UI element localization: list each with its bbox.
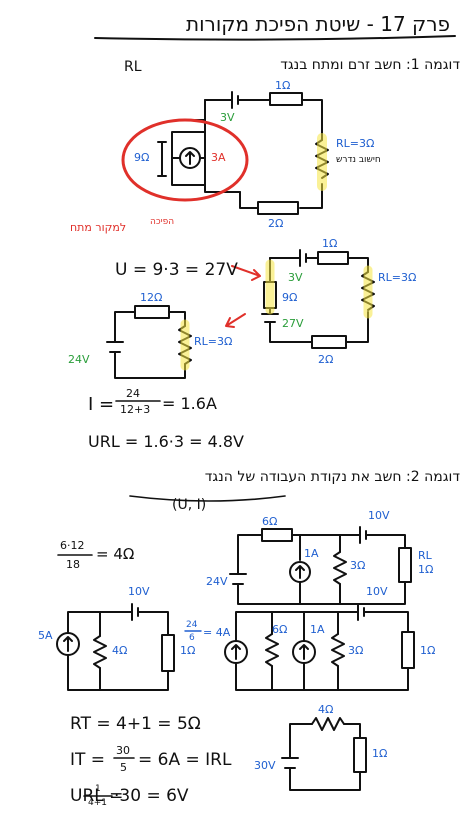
- ex2-c3-frac-den: 6: [189, 633, 195, 643]
- ex2-it-res: = 6A = IRL: [138, 750, 232, 770]
- example1-heading: דוגמה 1: חשב זרם ומתח בנגד: [280, 57, 460, 73]
- ex2-circuit-original: [229, 526, 412, 605]
- ex1-circuit-simplified: [106, 305, 192, 379]
- ex1-u-rl-calc: URL = 1.6·3 = 4.8V: [88, 432, 244, 451]
- ex1-i-lhs: I =: [88, 394, 115, 415]
- ex2-c2-v10-label: 10V: [128, 585, 150, 598]
- ex2-circuit-final: [281, 717, 367, 791]
- ex1-c3-rl-label: RL=3Ω: [194, 335, 233, 348]
- ex2-c3-frac-res: = 4A: [203, 626, 231, 639]
- ex1-i-num: 24: [126, 387, 140, 400]
- ex2-c3-r3-label: 3Ω: [348, 644, 364, 657]
- ex1-rl-label: RL=3Ω: [336, 137, 375, 150]
- ex1-c2-v1-label: 3V: [288, 271, 303, 284]
- ex1-circuit-original: [157, 91, 329, 215]
- ex2-circuit-current-source: [56, 603, 175, 691]
- ex2-c3-v10-label: 10V: [366, 585, 388, 598]
- ex1-c2-r-top-label: 1Ω: [322, 237, 338, 250]
- ex1-c2-r9-label: 9Ω: [282, 291, 298, 304]
- ex2-it-den: 5: [120, 761, 127, 774]
- ex2-it-num: 30: [116, 744, 130, 757]
- example2-heading: דוגמה 2: חשב את נקודת העבודה של הנגד: [204, 469, 460, 485]
- ex2-c3-r1-label: 1Ω: [420, 644, 436, 657]
- ex1-r-top-label: 1Ω: [275, 79, 291, 92]
- convert-note-1: הפיכה: [150, 217, 175, 227]
- red-highlight-circle: [121, 118, 249, 202]
- ex2-c1-i1-label: 1A: [304, 547, 319, 560]
- ex1-i-res: = 1.6A: [162, 394, 217, 413]
- ex2-operating-point: (U, I): [172, 497, 207, 513]
- ex1-c3-v-label: 24V: [68, 353, 90, 366]
- ex2-c3-i1-label: 1A: [310, 623, 325, 636]
- ex1-r-bottom-label: 2Ω: [268, 217, 284, 230]
- ex1-rl-note: חישוב נדרש: [336, 155, 381, 165]
- ex1-i-den: 12+3: [120, 403, 151, 416]
- ex1-i-source-label: 3A: [211, 151, 226, 164]
- ex2-c4-r4-label: 4Ω: [318, 703, 334, 716]
- ex2-c2-r4-label: 4Ω: [112, 644, 128, 657]
- ex2-c3-frac-num: 24: [186, 620, 198, 630]
- ex2-c2-r1-label: 1Ω: [180, 644, 196, 657]
- ex1-v-source-label: 3V: [220, 111, 235, 124]
- ex2-c1-rl-label: RL: [418, 549, 432, 562]
- ex2-url-res: ·30 = 6V: [114, 786, 189, 806]
- ex1-c2-rl-label: RL=3Ω: [378, 271, 417, 284]
- page-title: פרק 17 - שיטת הפיכת מקורות: [185, 12, 450, 36]
- ex2-c1-v24-label: 24V: [206, 575, 228, 588]
- ex2-eq-res: = 4Ω: [96, 545, 135, 563]
- ex2-c1-r6-label: 6Ω: [262, 515, 278, 528]
- ex2-rt-calc: RT = 4+1 = 5Ω: [70, 714, 201, 734]
- ex2-c1-r3-label: 3Ω: [350, 559, 366, 572]
- convert-note-2: למקור מתח: [70, 221, 127, 234]
- ex2-c4-r1-label: 1Ω: [372, 747, 388, 760]
- ex2-circuit-combined: [224, 603, 415, 691]
- ex2-url-num: 1: [95, 784, 101, 794]
- ex2-c4-v30-label: 30V: [254, 759, 276, 772]
- red-arrow-2: [225, 313, 246, 328]
- ex2-c1-rl-value: 1Ω: [418, 563, 434, 576]
- ex2-c2-i5-label: 5A: [38, 629, 53, 642]
- red-arrow-1: [231, 265, 261, 281]
- ex2-url-den: 4+1: [88, 798, 107, 808]
- ex1-u-calc: U = 9·3 = 27V: [115, 260, 238, 280]
- ex1-c3-r12-label: 12Ω: [140, 291, 163, 304]
- ex1-circuit-converted: [261, 249, 375, 349]
- ex2-c1-v10-label: 10V: [368, 509, 390, 522]
- ex2-c3-r6-label: 6Ω: [272, 623, 288, 636]
- rl-symbol: RL: [124, 59, 142, 75]
- ex1-c2-r2-label: 2Ω: [318, 353, 334, 366]
- ex2-url-lhs: URL =: [70, 786, 124, 806]
- ex1-c2-v27-label: 27V: [282, 317, 304, 330]
- ex2-eq-den: 18: [66, 558, 80, 571]
- ex1-r-parallel-label: 9Ω: [134, 151, 150, 164]
- ex2-it-lhs: IT =: [70, 750, 106, 770]
- ex2-eq-num: 6·12: [60, 539, 85, 552]
